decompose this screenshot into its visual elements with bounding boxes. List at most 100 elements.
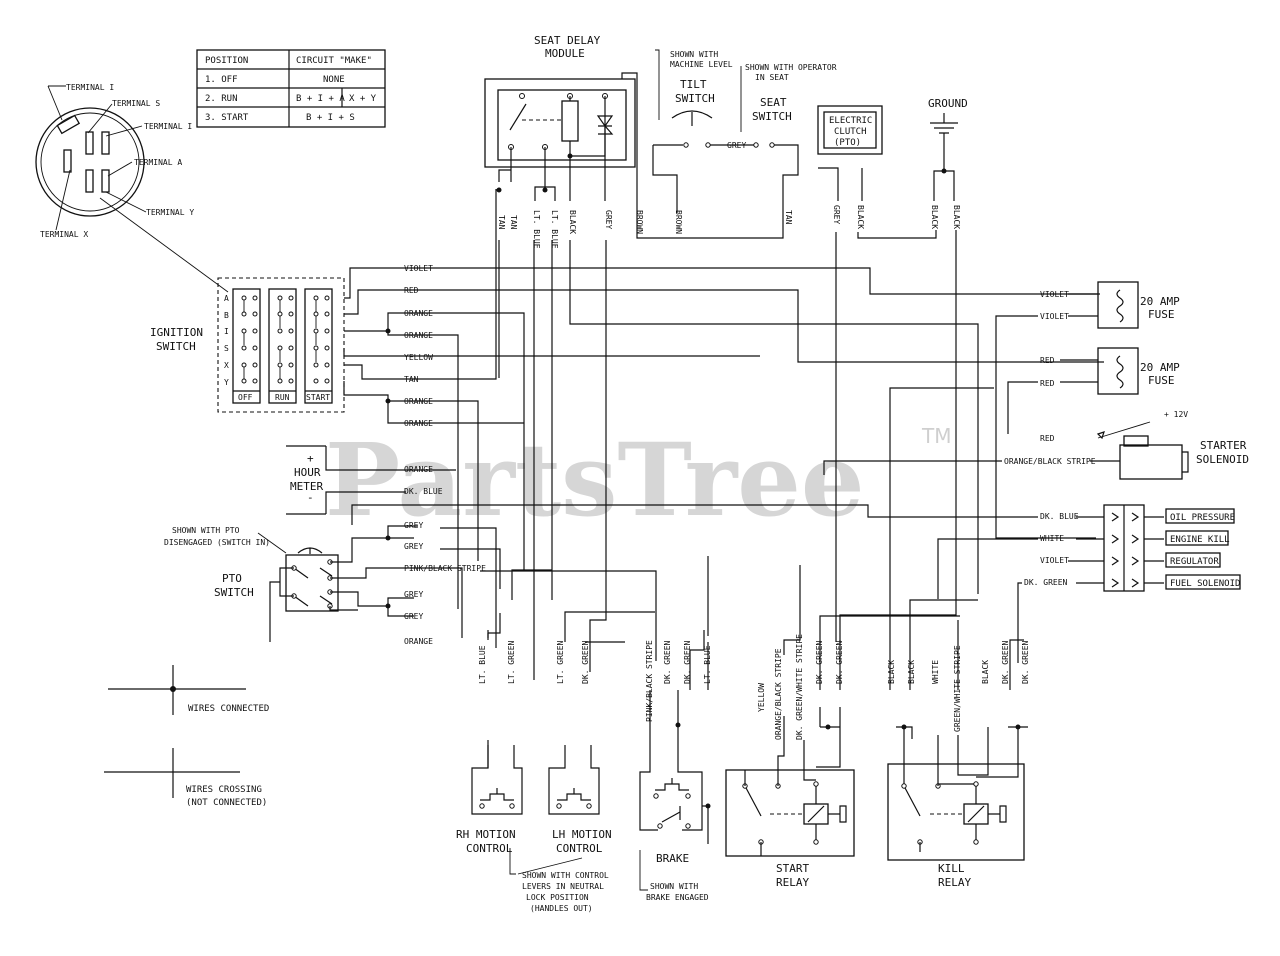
tilt-note-1: SHOWN WITH [670,50,718,59]
wire-label-brown-2: BROWN [674,210,683,234]
electric-clutch: ELECTRIC CLUTCH (PTO) GREY BLACK [817,105,937,642]
wire-label-yellow: YELLOW [404,353,433,362]
seat-switch-title: SEAT [760,96,787,109]
bl-black-3: BLACK [981,660,990,684]
ignition-wires: VIOLET RED ORANGE ORANGE YELLOW TAN ORAN… [343,189,1104,609]
wire-label-tan: TAN [404,375,419,384]
fuse-2-line-1: 20 AMP [1140,361,1180,374]
output-engine-kill: ENGINE KILL [1170,535,1230,545]
bl-dk-green-1: DK. GREEN [581,640,590,684]
watermark-tm: TM [921,424,951,448]
wire-label-red-4: RED [1040,434,1055,443]
key-switch-terminal-view: TERMINAL I TERMINAL S TERMINAL I TERMINA… [35,83,229,293]
fuse-2-line-2: FUSE [1148,374,1175,387]
seat-note-2: IN SEAT [755,73,789,82]
wire-label-grey-2: GREY [727,141,746,150]
ignition-letter-x: X [224,361,229,370]
table-row-run-make-b: X + Y [349,94,377,104]
clutch-line-1: ELECTRIC [829,116,872,126]
lh-motion-title: LH MOTION [552,828,612,841]
bl-pink-black: PINK/BLACK STRIPE [645,640,654,722]
start-relay-title2: RELAY [776,876,809,889]
hour-meter-plus: + [307,452,314,465]
bl-dk-green-2: DK. GREEN [663,640,672,684]
bl-dk-green-6: DK. GREEN [1001,640,1010,684]
table-row-off-make: NONE [323,75,345,85]
ignition-letter-y: Y [224,378,229,387]
hour-meter-title2: METER [290,480,323,493]
bl-lt-green-1: LT. GREEN [507,640,516,684]
wire-label-orange-3: ORANGE [404,397,433,406]
terminal-i-top-label: TERMINAL I [66,83,114,92]
wire-label-violet-3: VIOLET [1040,312,1069,321]
ignition-pos-start: START [306,393,330,402]
start-relay-title: START [776,862,809,875]
bl-lt-blue: LT. BLUE [478,645,487,684]
seat-delay-title2: MODULE [545,47,585,60]
wire-label-lt-blue-1: LT. BLUE [532,210,541,249]
output-oil-pressure: OIL PRESSURE [1170,513,1235,523]
pto-switch-title: PTO [222,572,242,585]
ignition-switch-title2: SWITCH [156,340,196,353]
starter-title: STARTER [1200,439,1247,452]
starter-solenoid: + 12V STARTER SOLENOID ORANGE/BLACK STRI… [823,410,1249,480]
bl-dk-green-7: DK. GREEN [1021,640,1030,684]
pto-note-1: SHOWN WITH PTO [172,526,240,535]
terminal-x-label: TERMINAL X [40,230,88,239]
seat-delay-module: SEAT DELAY MODULE TAN TAN LT. BLUE LT. B… [484,34,979,680]
bl-black-1: BLACK [887,660,896,684]
table-row-run: 2. RUN [205,94,238,104]
terminal-s-label: TERMINAL S [112,99,160,108]
tilt-switch-title2: SWITCH [675,92,715,105]
terminal-y-label: TERMINAL Y [146,208,194,217]
wire-label-tan-2: TAN [497,215,506,230]
ignition-pos-run: RUN [275,393,290,402]
terminal-i-right-label: TERMINAL I [144,122,192,131]
table-row-start-make: B + I + S [306,113,355,123]
hour-meter-title: HOUR [294,466,321,479]
wire-label-black-3: BLACK [930,205,939,229]
hour-meter: + HOUR METER - ORANGE DK. BLUE [286,445,456,515]
kill-relay: KILL RELAY [887,726,1028,889]
wire-label-orange-4: ORANGE [404,419,433,428]
terminal-a-label: TERMINAL A [134,158,182,167]
fuse-2: 20 AMP FUSE RED RED RED [1007,347,1180,443]
table-header-make: CIRCUIT "MAKE" [296,56,372,66]
circuit-table: POSITION CIRCUIT "MAKE" 1. OFF NONE 2. R… [196,49,386,128]
pto-note-2: DISENGAGED (SWITCH IN) [164,538,270,547]
wire-label-orange-2: ORANGE [404,331,433,340]
wire-label-dk-blue-2: DK. BLUE [404,487,443,496]
wire-label-grey-4: GREY [404,521,423,530]
bl-dk-green-3: DK. GREEN [683,640,692,684]
legend-connected: WIRES CONNECTED [188,704,269,714]
motion-note-4: (HANDLES OUT) [530,904,593,913]
wire-label-pink-black-1: PINK/BLACK STRIPE [404,564,486,573]
rh-motion-control: RH MOTION CONTROL [456,745,523,855]
table-row-start: 3. START [205,113,249,123]
table-header-position: POSITION [205,56,248,66]
brake-title: BRAKE [656,852,689,865]
ignition-letter-i: I [224,327,229,336]
pto-switch-title2: SWITCH [214,586,254,599]
ignition-switch-title: IGNITION [150,326,203,339]
bottom-wire-labels: LT. BLUE LT. GREEN LT. GREEN DK. GREEN P… [478,634,1030,740]
wire-label-red-1: RED [404,286,419,295]
ground-label: GROUND [928,97,968,110]
output-fuel-solenoid: FUEL SOLENOID [1170,579,1240,589]
seat-switch-title2: SWITCH [752,110,792,123]
wire-label-lt-blue-2: LT. BLUE [550,210,559,249]
ignition-switch: OFF RUN START A B I S X Y [150,277,345,413]
watermark-brand: PartsTree [325,421,865,539]
ignition-letter-s: S [224,344,229,353]
kill-relay-title2: RELAY [938,876,971,889]
wire-label-violet-2: VIOLET [1040,290,1069,299]
legend-crossing-2: (NOT CONNECTED) [186,798,267,808]
start-relay: START RELAY [725,707,855,889]
wire-label-grey-3: GREY [832,205,841,224]
hour-meter-minus: - [307,491,314,504]
wire-label-dk-blue-1: DK. BLUE [1040,512,1079,521]
clutch-line-2: CLUTCH [834,127,867,137]
brake-note-2: BRAKE ENGAGED [646,893,709,902]
pto-switch: SHOWN WITH PTO DISENGAGED (SWITCH IN) PT… [164,521,657,661]
wire-label-grey-7: GREY [404,612,423,621]
